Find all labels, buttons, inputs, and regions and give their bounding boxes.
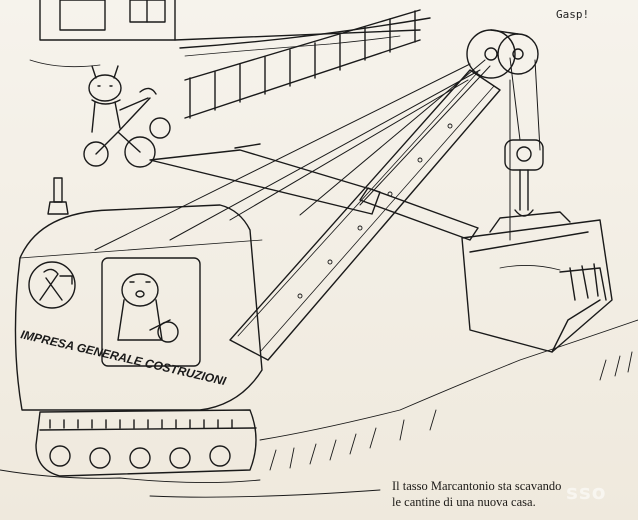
hook-block — [504, 139, 544, 217]
crawler-tracks — [35, 409, 257, 477]
cab-lettering: IMPRESA GENERALE COSTRUZIONI — [19, 327, 228, 388]
badger-driver — [117, 273, 179, 343]
fence-drawing — [184, 9, 421, 119]
speech-bubble-text: Gasp! — [556, 8, 590, 21]
post-drawing — [47, 177, 69, 215]
watermark: sso — [566, 480, 607, 504]
digging-bucket — [461, 211, 613, 353]
ground-grass — [0, 319, 638, 498]
caption-line-1: Il tasso Marcantonio sta scavando — [392, 479, 562, 493]
story-caption: Il tasso Marcantonio sta scavando le can… — [392, 478, 632, 510]
boom-arm — [229, 29, 539, 361]
caption-line-2: le cantine di una nuova casa. — [392, 495, 536, 509]
house-drawing — [29, 0, 431, 68]
boom-rivets — [297, 123, 453, 299]
dipper-stick — [149, 143, 479, 241]
cat-on-bicycle — [83, 65, 171, 168]
excavator-cab — [14, 204, 263, 411]
hoist-cables — [94, 57, 541, 251]
